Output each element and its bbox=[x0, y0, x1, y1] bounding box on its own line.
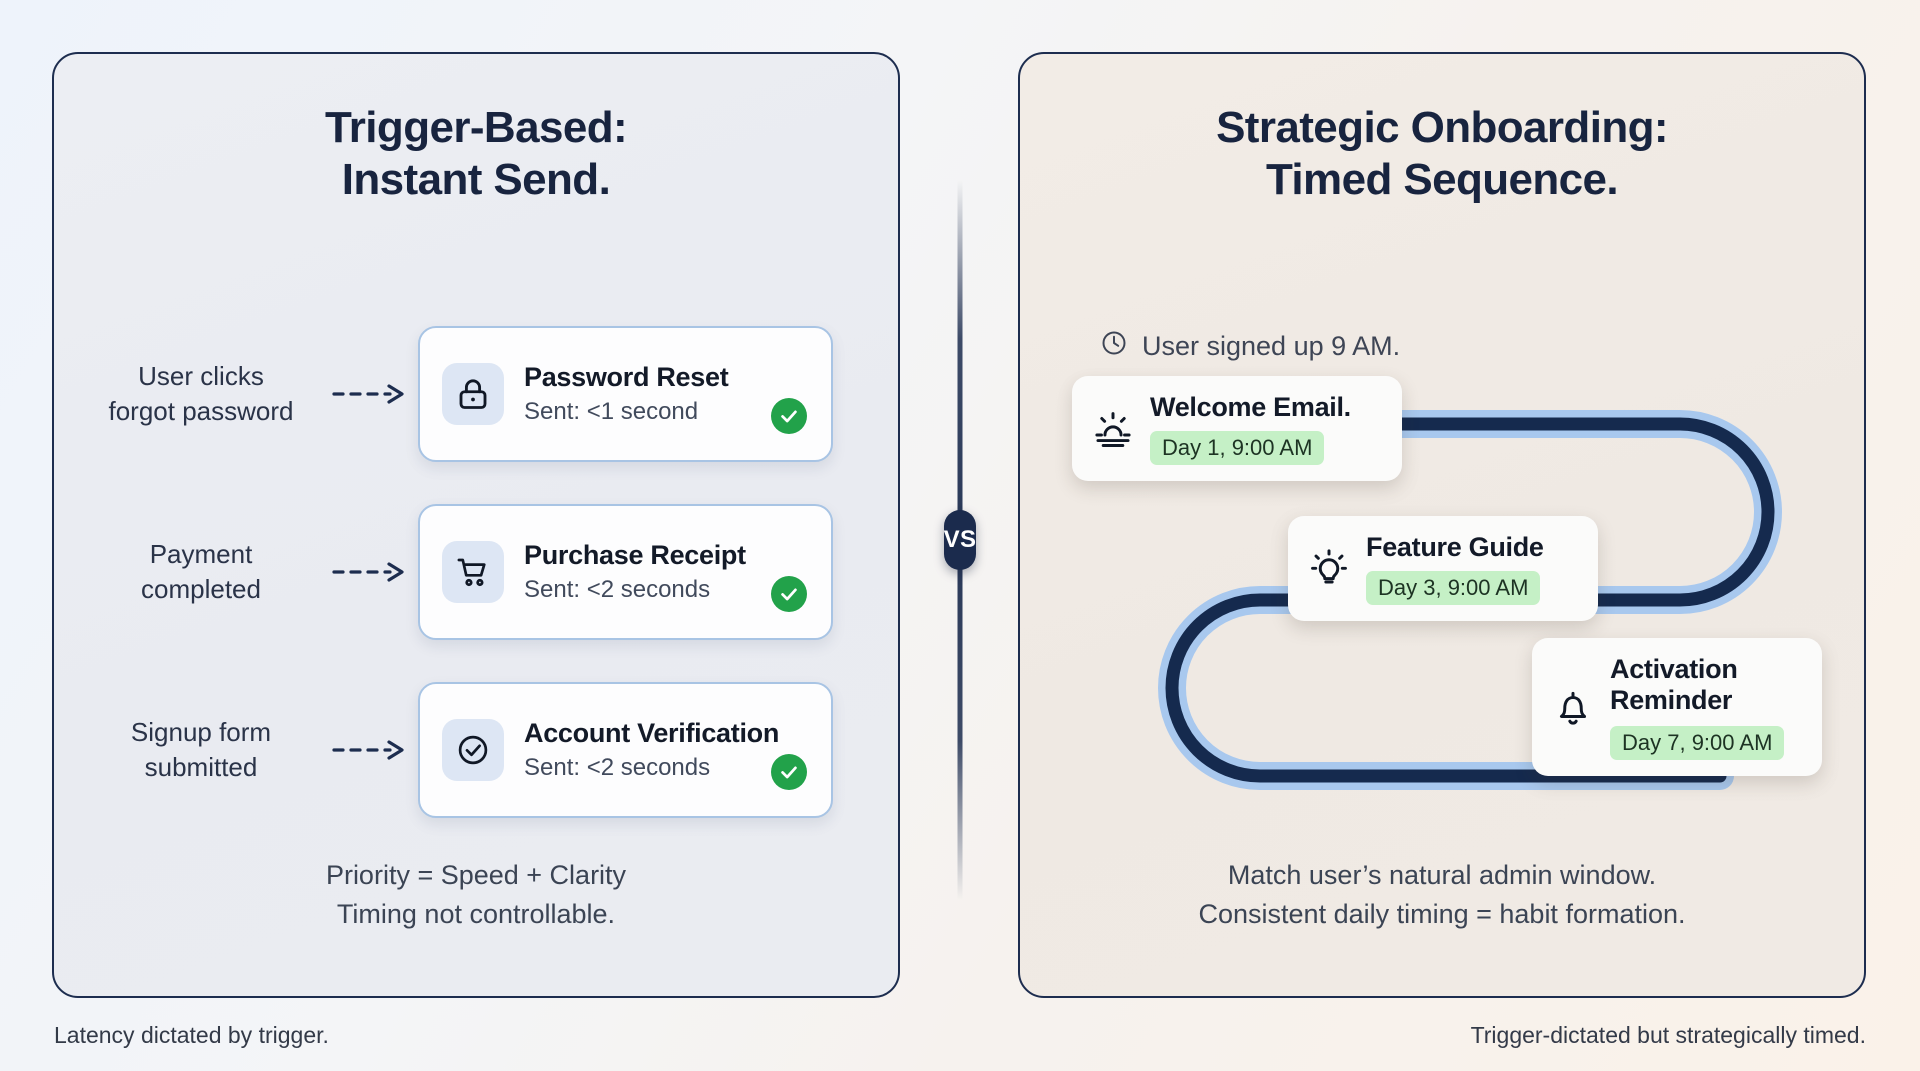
panel-strategic-onboarding: Strategic Onboarding: Timed Sequence. Us… bbox=[1018, 52, 1866, 998]
sequence-card-body: Activation Reminder Day 7, 9:00 AM bbox=[1610, 654, 1785, 761]
right-note-line2: Consistent daily timing = habit formatio… bbox=[1198, 898, 1686, 929]
left-note-line1: Priority = Speed + Clarity bbox=[325, 859, 627, 890]
left-panel-title-line1: Trigger-Based: bbox=[324, 103, 628, 152]
trigger-row: Signup form submitted bbox=[54, 682, 898, 818]
vs-divider: VS bbox=[943, 180, 977, 900]
sent-check-icon bbox=[771, 576, 807, 612]
right-panel-title: Strategic Onboarding: Timed Sequence. bbox=[1020, 102, 1864, 206]
email-card-text: Purchase Receipt Sent: <2 seconds bbox=[524, 540, 811, 604]
right-note-line1: Match user’s natural admin window. bbox=[1227, 859, 1657, 890]
trigger-label-line2: completed bbox=[141, 574, 261, 604]
sent-check-icon bbox=[771, 398, 807, 434]
lock-icon bbox=[442, 363, 504, 425]
sequence-card-welcome-email[interactable]: Welcome Email. Day 1, 9:00 AM bbox=[1072, 376, 1402, 482]
clock-icon bbox=[1100, 329, 1128, 364]
left-panel-note: Priority = Speed + Clarity Timing not co… bbox=[54, 856, 898, 934]
email-card-status-text: Sent: <1 second bbox=[524, 398, 699, 425]
email-card-password-reset[interactable]: Password Reset Sent: <1 second bbox=[418, 326, 833, 462]
trigger-label-line1: Payment bbox=[149, 539, 253, 570]
sequence-card-body: Feature Guide Day 3, 9:00 AM bbox=[1366, 532, 1544, 606]
email-card-title: Account Verification bbox=[524, 718, 780, 748]
sequence-card-feature-guide[interactable]: Feature Guide Day 3, 9:00 AM bbox=[1288, 516, 1598, 622]
sequence-card-title: Welcome Email. bbox=[1150, 392, 1351, 422]
signup-note: User signed up 9 AM. bbox=[1100, 329, 1400, 364]
sequence-card-time-badge: Day 3, 9:00 AM bbox=[1366, 571, 1541, 606]
email-card-text: Password Reset Sent: <1 second bbox=[524, 362, 811, 426]
check-circle-icon bbox=[442, 719, 504, 781]
left-panel-title-line2: Instant Send. bbox=[341, 154, 611, 204]
caption-right: Trigger-dictated but strategically timed… bbox=[1470, 1022, 1866, 1048]
trigger-row: User clicks forgot password bbox=[54, 326, 898, 462]
trigger-label-line2: submitted bbox=[144, 752, 258, 782]
email-card-status-text: Sent: <2 seconds bbox=[524, 754, 711, 781]
onboarding-timeline: Welcome Email. Day 1, 9:00 AM bbox=[1020, 376, 1864, 856]
dashed-arrow-icon bbox=[326, 739, 418, 761]
dashed-arrow-icon bbox=[326, 383, 418, 405]
lightbulb-icon bbox=[1306, 548, 1352, 590]
sequence-card-body: Welcome Email. Day 1, 9:00 AM bbox=[1150, 392, 1351, 466]
trigger-label-line1: Signup form bbox=[130, 717, 272, 748]
left-note-line2: Timing not controllable. bbox=[336, 898, 616, 929]
right-panel-note: Match user’s natural admin window. Consi… bbox=[1020, 856, 1864, 934]
trigger-row: Payment completed bbox=[54, 504, 898, 640]
caption-left: Latency dictated by trigger. bbox=[54, 1022, 329, 1048]
trigger-label-line2: forgot password bbox=[108, 396, 294, 426]
sequence-card-title: Activation Reminder bbox=[1610, 654, 1784, 716]
signup-note-text: User signed up 9 AM. bbox=[1142, 331, 1401, 361]
email-card-title: Password Reset bbox=[524, 362, 729, 392]
email-card-status-text: Sent: <2 seconds bbox=[524, 576, 711, 603]
dashed-arrow-icon bbox=[326, 561, 418, 583]
email-card-purchase-receipt[interactable]: Purchase Receipt Sent: <2 seconds bbox=[418, 504, 833, 640]
left-panel-title: Trigger-Based: Instant Send. bbox=[54, 102, 898, 206]
trigger-label: User clicks forgot password bbox=[76, 359, 326, 429]
sent-check-icon bbox=[771, 754, 807, 790]
bell-icon bbox=[1550, 686, 1596, 728]
sequence-card-time-badge: Day 1, 9:00 AM bbox=[1150, 431, 1325, 466]
sequence-card-title-line2: Reminder bbox=[1610, 685, 1733, 716]
trigger-label-line1: User clicks bbox=[138, 361, 264, 392]
sequence-card-title-line1: Activation bbox=[1610, 654, 1738, 684]
sunrise-icon bbox=[1090, 408, 1136, 450]
email-card-title: Purchase Receipt bbox=[524, 540, 746, 570]
sequence-card-title: Feature Guide bbox=[1366, 532, 1544, 562]
trigger-label: Signup form submitted bbox=[76, 715, 326, 785]
shopping-cart-icon bbox=[442, 541, 504, 603]
vs-badge: VS bbox=[943, 510, 977, 570]
trigger-list: User clicks forgot password bbox=[54, 326, 898, 860]
panel-trigger-based: Trigger-Based: Instant Send. User clicks… bbox=[52, 52, 900, 998]
trigger-label: Payment completed bbox=[76, 537, 326, 607]
right-panel-title-line2: Timed Sequence. bbox=[1265, 154, 1619, 204]
email-card-account-verification[interactable]: Account Verification Sent: <2 seconds bbox=[418, 682, 833, 818]
sequence-card-time-badge: Day 7, 9:00 AM bbox=[1610, 726, 1785, 761]
sequence-card-badge-row: Day 7, 9:00 AM bbox=[1610, 716, 1785, 761]
sequence-card-activation-reminder[interactable]: Activation Reminder Day 7, 9:00 AM bbox=[1532, 638, 1822, 777]
email-card-text: Account Verification Sent: <2 seconds bbox=[524, 718, 811, 782]
right-panel-title-line1: Strategic Onboarding: bbox=[1216, 103, 1668, 152]
